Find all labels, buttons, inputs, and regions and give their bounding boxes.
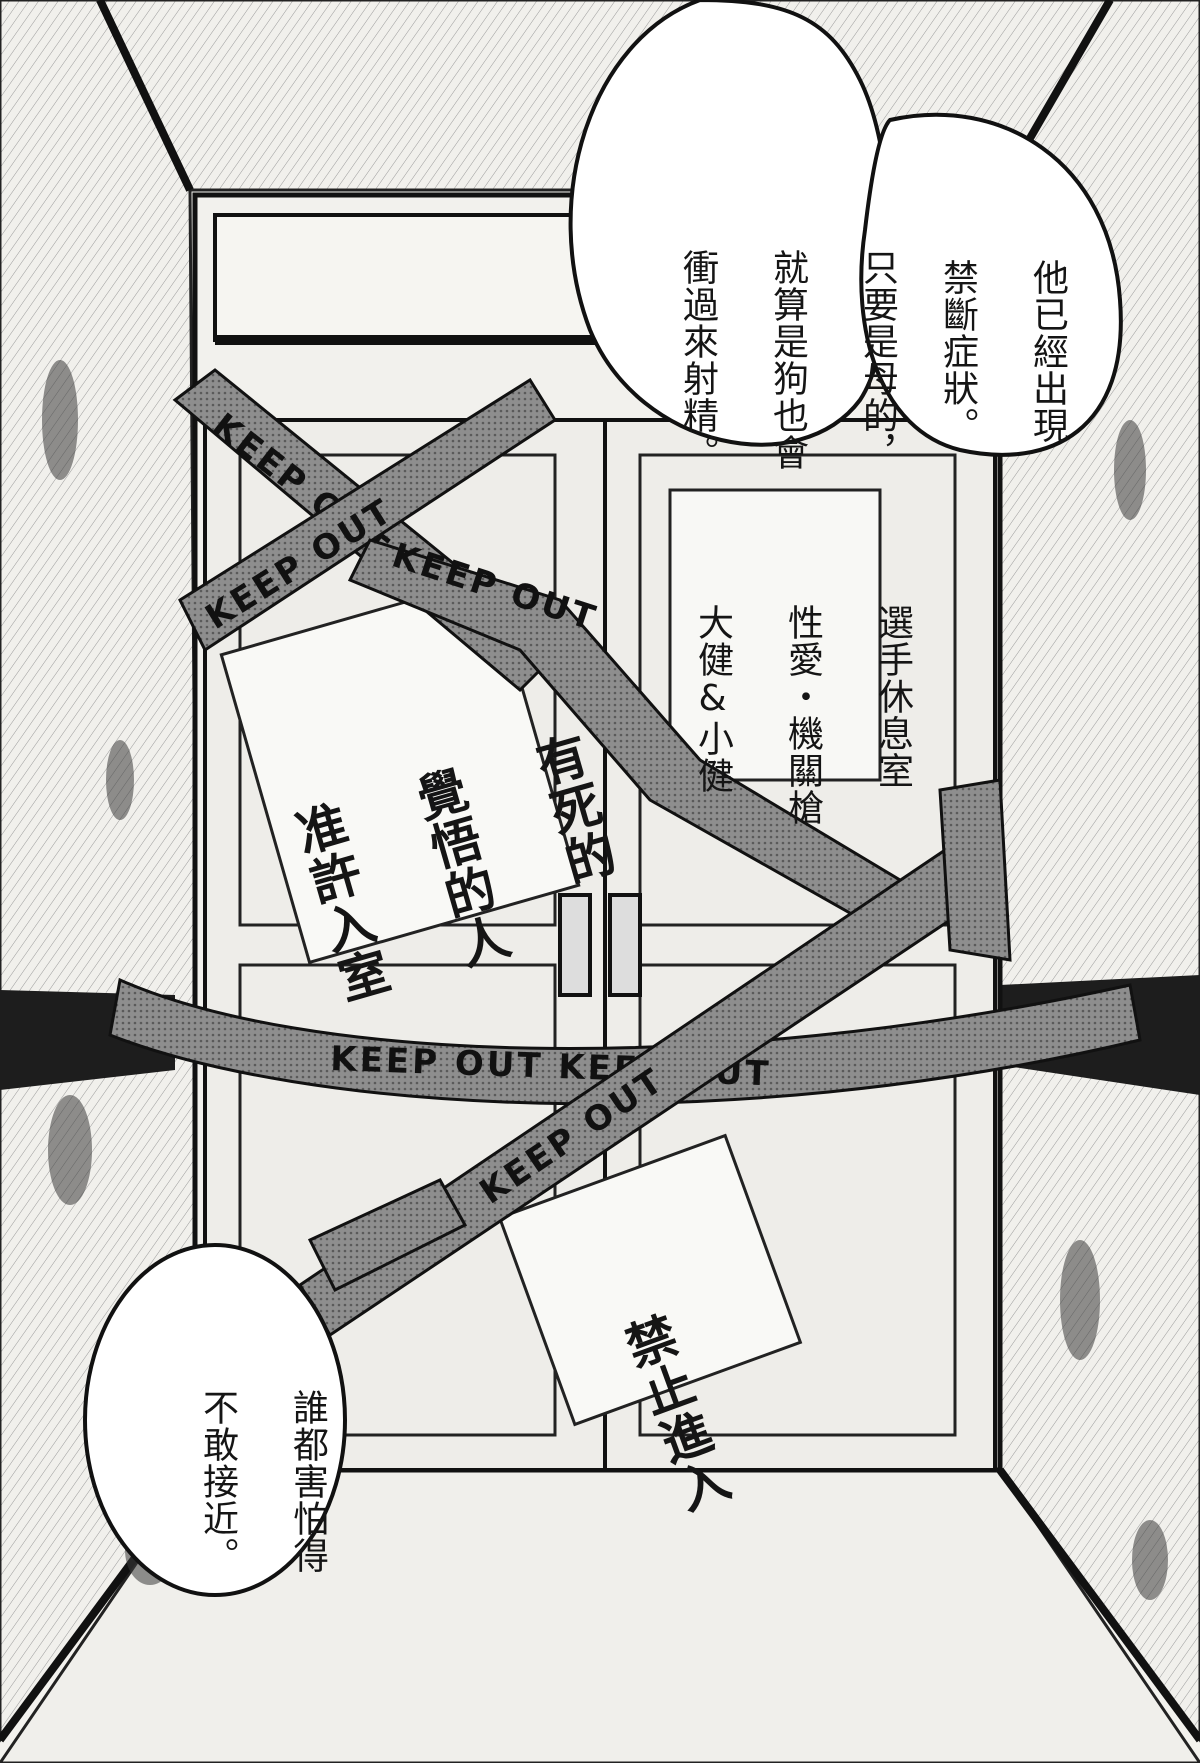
speech-bubble-bottom-left (83, 1243, 347, 1597)
left-door-handle (558, 893, 592, 997)
warning-sign-paper (219, 575, 581, 965)
bubble-top-center-line-2: 就算是狗也會 (767, 249, 808, 471)
no-entry-sign-paper (497, 1133, 803, 1427)
bubble-bottom-left-text: 誰都害怕得 不敢接近。 (195, 1305, 375, 1574)
speech-bubble-top-right (859, 112, 1123, 457)
bubble-top-center-line-1: 只要是母的， (857, 249, 898, 471)
bubble-top-right-line-2: 禁斷症狀。 (937, 259, 978, 444)
bubble-top-right-text: 他已經出現 禁斷症狀。 (935, 175, 1115, 444)
bubble-top-center-line-3: 衝過來射精。 (677, 249, 718, 471)
room-sign (668, 488, 882, 782)
warning-sign-line-1: 有死的 (523, 727, 623, 891)
tape-6 (938, 778, 1012, 962)
bubble-bottom-left-line-1: 誰都害怕得 (287, 1389, 328, 1574)
bubble-top-right-line-1: 他已經出現 (1027, 259, 1068, 444)
room-sign-line-2: 性愛・機關槍 (782, 604, 823, 826)
tape-7 (307, 1178, 468, 1293)
bubble-top-center-text: 只要是母的， 就算是狗也會 衝過來射精。 (675, 165, 945, 471)
room-sign-line-3: 大健&小健 (692, 604, 733, 794)
bubble-bottom-left-line-2: 不敢接近。 (197, 1389, 238, 1574)
right-door-handle (608, 893, 642, 997)
room-sign-line-1: 選手休息室 (872, 604, 913, 789)
room-sign-text: 選手休息室 性愛・機關槍 大健&小健 (690, 520, 960, 826)
warning-sign-line-2: 覺悟的人 (403, 761, 517, 975)
speech-bubble-top-center (568, 0, 892, 447)
